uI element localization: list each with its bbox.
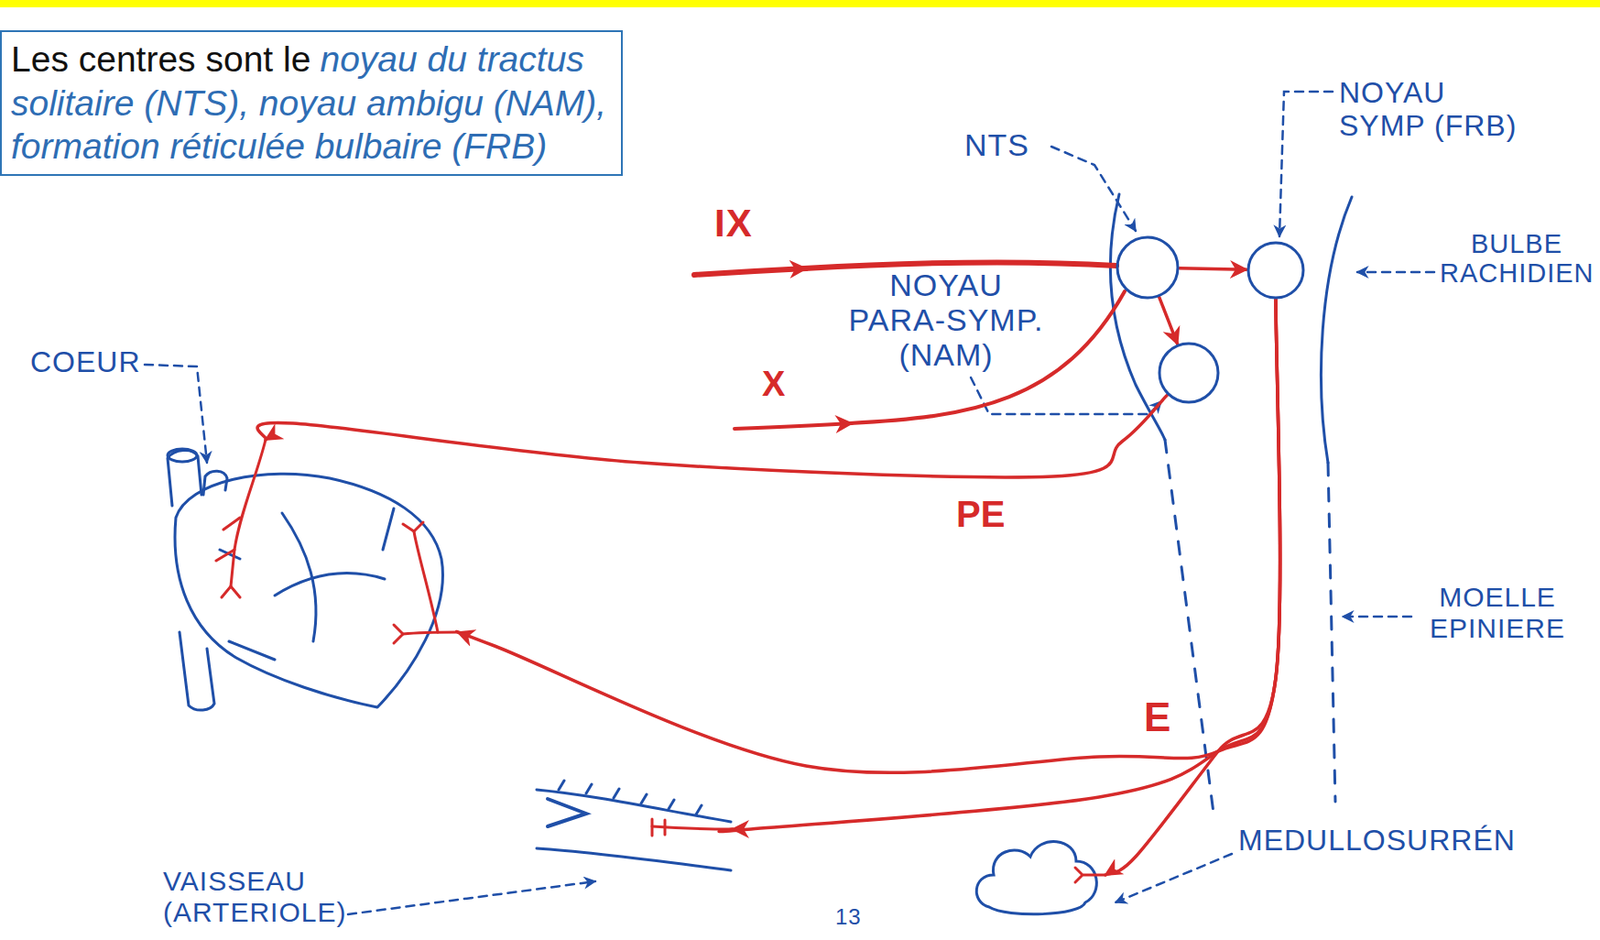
adrenal-illustration-drawing	[972, 828, 1106, 921]
afferent-nerves	[694, 261, 1125, 429]
leader-lines	[144, 91, 1435, 915]
circle-outline	[1246, 240, 1306, 300]
medulla-outline	[1110, 194, 1352, 820]
adrenal-illustration: MEDULLOSURRÉN	[972, 828, 1106, 921]
nucleus-label: NOYAU PARA-SYMP. (NAM)	[836, 267, 1056, 372]
note-text: Les centres sont le	[10, 39, 311, 79]
nucleus-label: NOYAU SYMP (FRB)	[1338, 76, 1523, 143]
fiber-label: PE	[952, 494, 1009, 534]
circle-outline	[1157, 341, 1220, 404]
arteriole-illustration: VAISSEAU (ARTERIOLE)	[531, 773, 733, 884]
region-label: MOELLE EPINIERE	[1414, 581, 1580, 643]
nerve-connector	[457, 299, 1281, 773]
nucleus-label: NTS	[964, 127, 1030, 163]
top-band	[0, 0, 1600, 8]
page-number: 13	[835, 904, 862, 930]
nerve-label: X	[761, 364, 786, 404]
organ-label: COEUR	[30, 346, 142, 380]
nucleus-circle: NOYAU SYMP (FRB)	[1246, 240, 1306, 300]
nerve-connector	[257, 394, 1167, 477]
nerve-label: IX	[714, 201, 753, 245]
nerve-connector	[1105, 299, 1281, 875]
nerve-connector	[1159, 297, 1178, 345]
fiber-label: E	[1140, 696, 1175, 739]
heart-illustration: COEUR	[155, 439, 458, 724]
organ-label: MEDULLOSURRÉN	[1238, 824, 1516, 858]
organ-label: VAISSEAU (ARTERIOLE)	[163, 865, 457, 927]
circle-outline	[1115, 235, 1180, 300]
note-box: Les centres sont lenoyau du tractus soli…	[0, 30, 623, 176]
nucleus-circle: NTS	[1115, 235, 1180, 300]
nucleus-circle: NOYAU PARA-SYMP. (NAM)	[1157, 341, 1220, 404]
region-label: BULBE RACHIDIEN	[1439, 228, 1594, 289]
nerve-connector	[718, 299, 1281, 832]
arteriole-illustration-drawing	[531, 773, 733, 884]
nerve-connector	[1179, 268, 1247, 271]
heart-illustration-drawing	[155, 439, 458, 724]
